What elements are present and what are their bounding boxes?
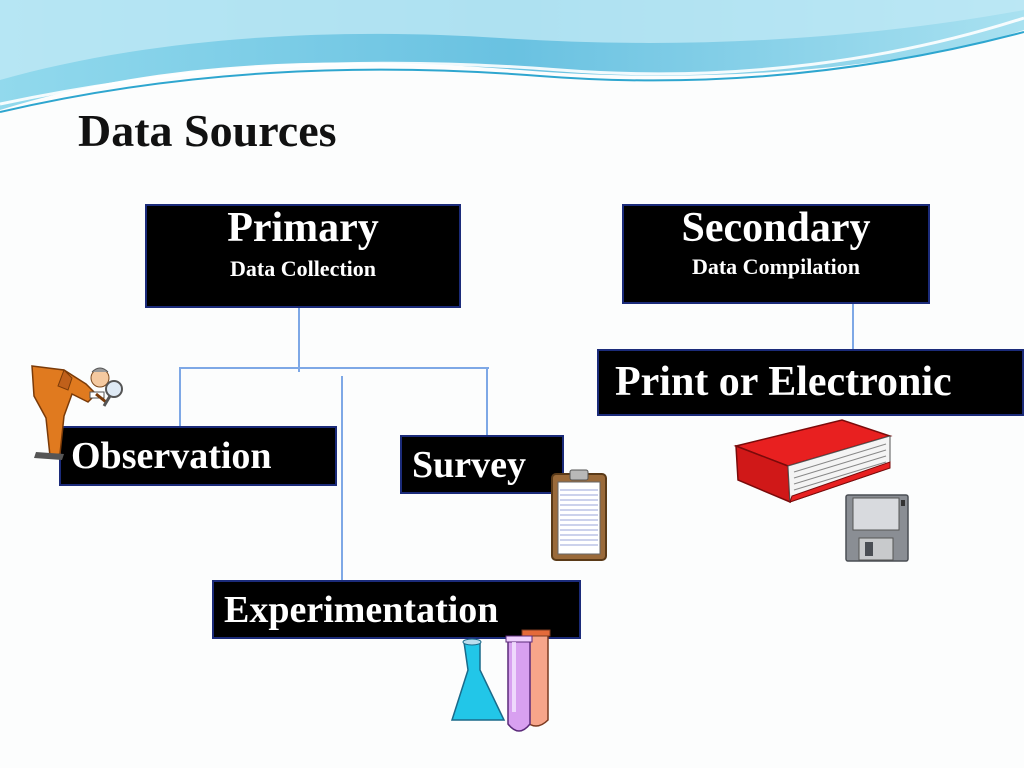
red-book-icon xyxy=(733,419,893,504)
header-wave-decoration xyxy=(0,0,1024,113)
primary-box: Primary Data Collection xyxy=(145,204,461,308)
lab-flask-icon xyxy=(450,629,551,732)
clipboard-icon xyxy=(551,469,607,561)
inspector-magnifier-icon xyxy=(31,365,123,460)
primary-sublabel: Data Collection xyxy=(229,256,377,281)
secondary-box: Secondary Data Compilation xyxy=(622,204,930,304)
connector-survey xyxy=(486,367,488,437)
connector-horizontal xyxy=(179,367,489,369)
primary-label: Primary xyxy=(227,205,379,251)
experimentation-box: Experimentation xyxy=(212,580,581,639)
secondary-sublabel: Data Compilation xyxy=(691,254,861,279)
print-electronic-box: Print or Electronic xyxy=(597,349,1024,416)
connector-observation xyxy=(179,367,181,427)
connector-experimentation xyxy=(341,376,343,580)
secondary-label: Secondary xyxy=(681,205,871,251)
connector-primary-down xyxy=(298,302,300,372)
observation-box: Observation xyxy=(59,426,337,486)
slide-title: Data Sources xyxy=(78,105,337,156)
connector-secondary-down xyxy=(852,304,854,350)
survey-box: Survey xyxy=(400,435,564,494)
floppy-disk-icon xyxy=(845,494,909,562)
